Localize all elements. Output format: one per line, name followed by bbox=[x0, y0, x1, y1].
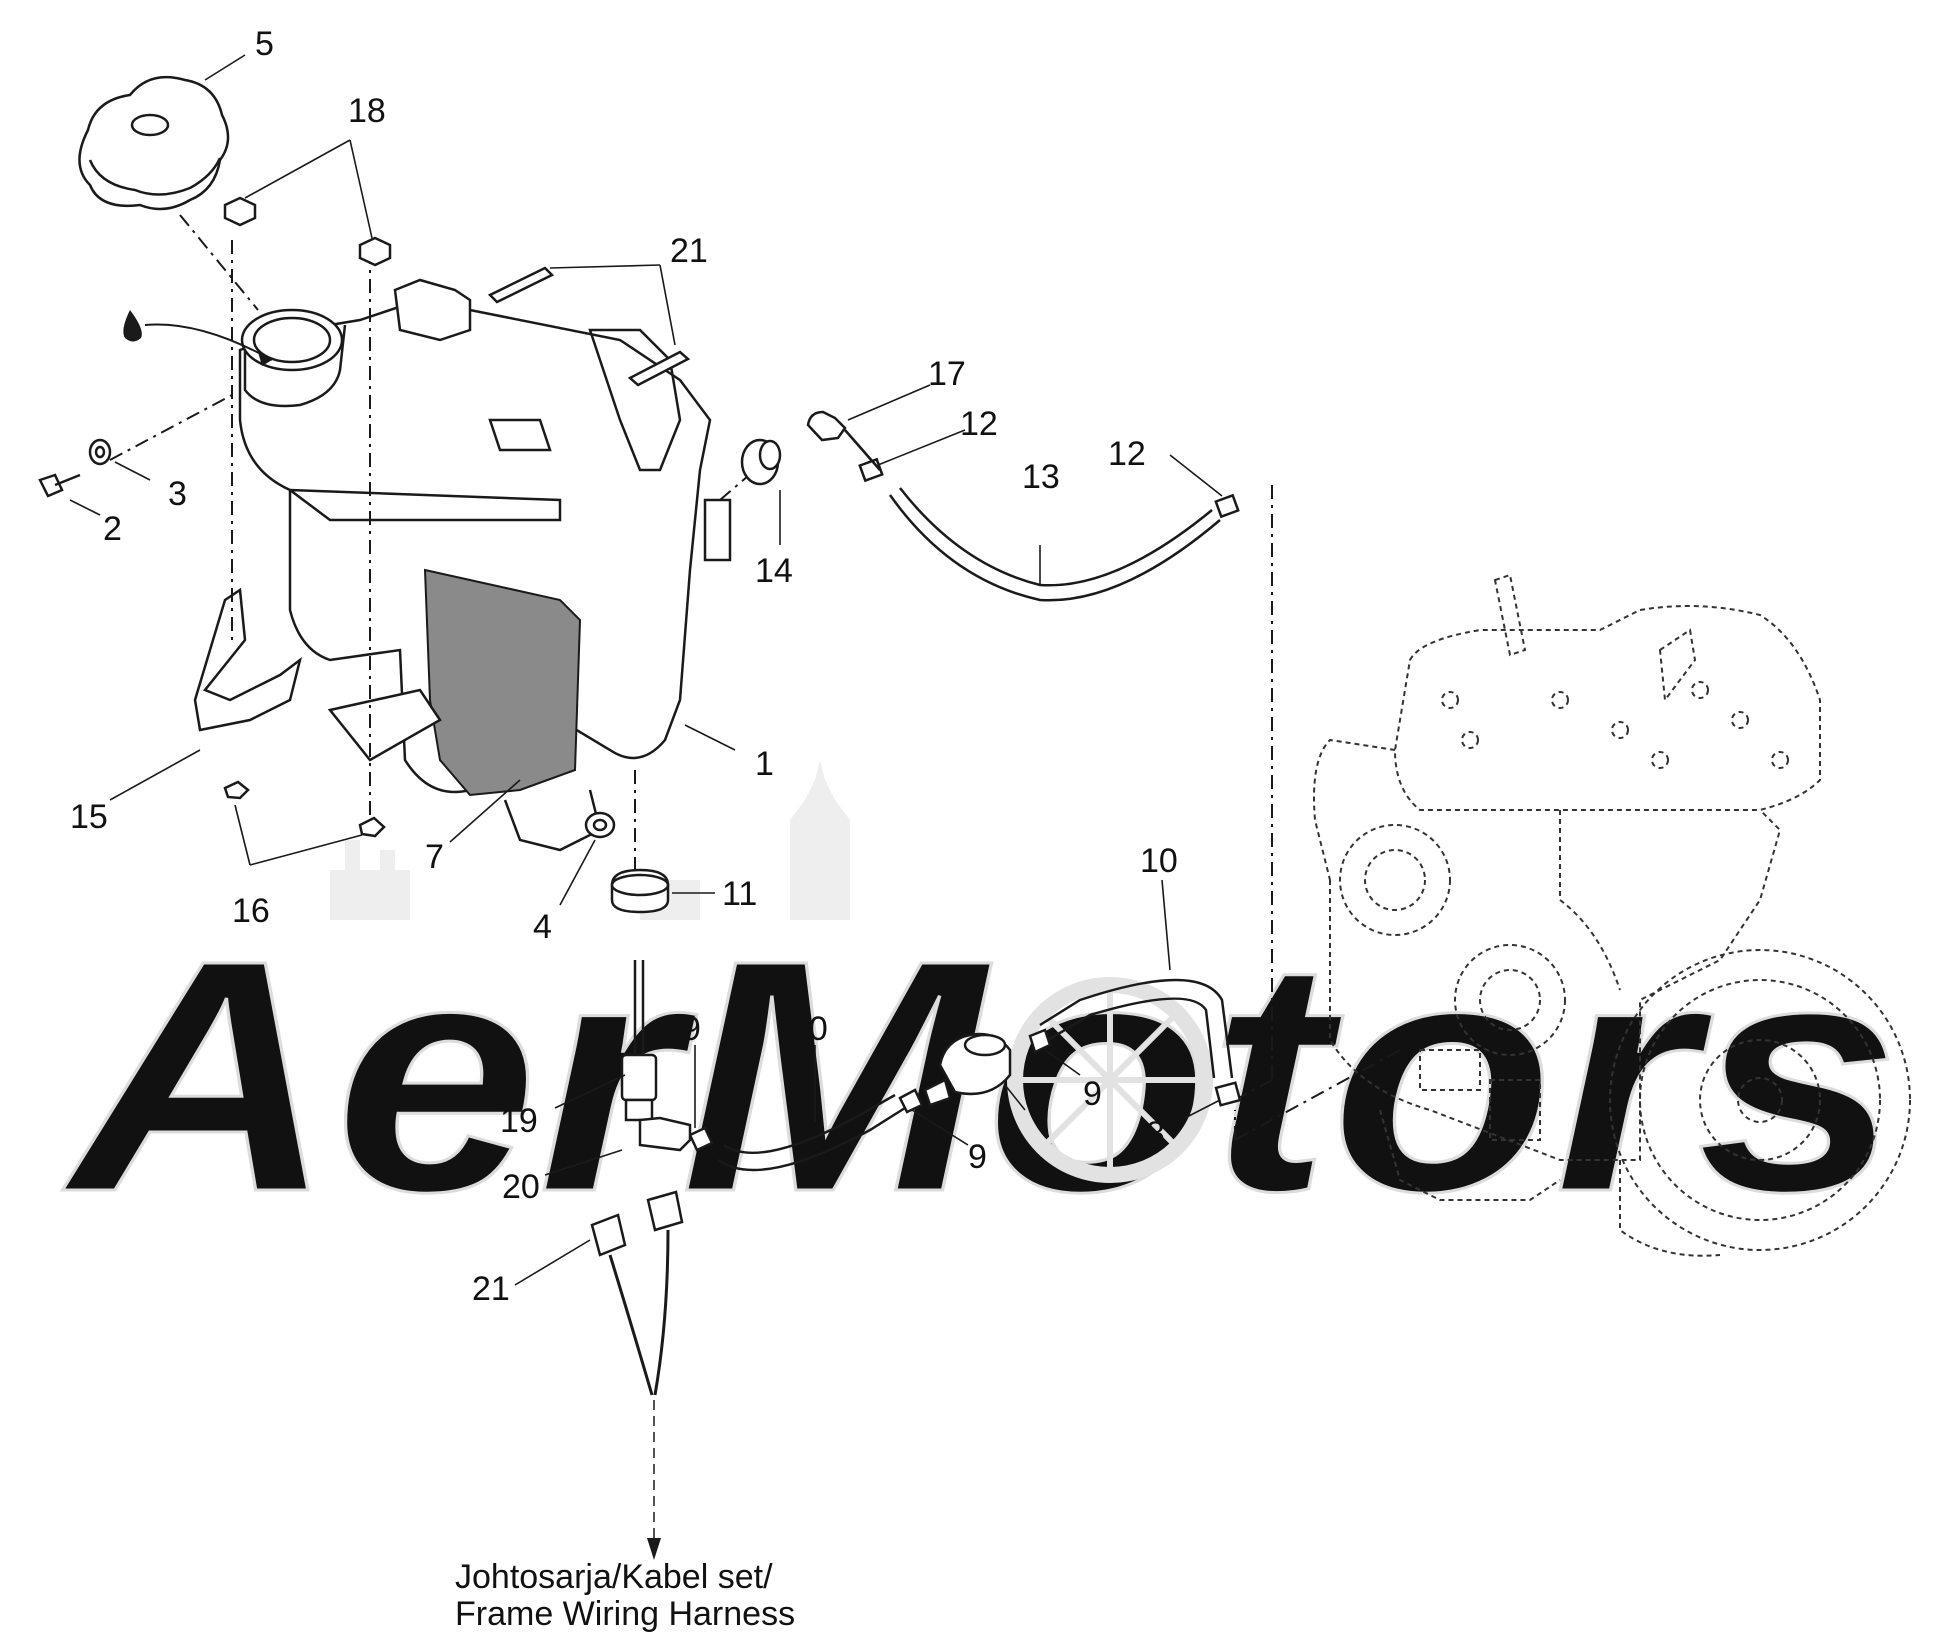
small-parts bbox=[38, 196, 1242, 1107]
callout-2: 2 bbox=[103, 510, 122, 548]
callout-11: 11 bbox=[722, 875, 757, 913]
callout-15: 17 bbox=[928, 355, 966, 393]
alignment-lines bbox=[109, 214, 1401, 1141]
callout-13: 13 bbox=[1022, 458, 1060, 496]
callout-labels: 5 18 21 17 12 12 13 3 2 14 1 15 7 10 11 … bbox=[70, 25, 1178, 1308]
callout-1: 1 bbox=[755, 745, 774, 783]
callout-7: 7 bbox=[425, 838, 444, 876]
callout-14: 14 bbox=[755, 552, 793, 590]
harness-caption-line2: Frame Wiring Harness bbox=[455, 1595, 795, 1632]
callout-8: 8 bbox=[1146, 1115, 1165, 1153]
oil-filter bbox=[688, 1028, 1052, 1152]
hoses bbox=[717, 429, 1234, 1172]
callout-21-top: 21 bbox=[670, 232, 708, 270]
callout-3: 3 bbox=[168, 475, 187, 513]
leader-lines bbox=[69, 54, 1223, 1286]
callout-17: 16 bbox=[232, 892, 270, 930]
watermark: AerMotors bbox=[57, 760, 1901, 1262]
callout-4: 4 bbox=[533, 908, 552, 946]
callout-12-right: 12 bbox=[1108, 435, 1146, 473]
watermark-castle bbox=[330, 760, 850, 920]
callout-21-bottom: 21 bbox=[472, 1270, 510, 1308]
callout-9-mid: 9 bbox=[968, 1138, 987, 1176]
level-sensor bbox=[620, 960, 692, 1152]
callout-19: 20 bbox=[502, 1168, 540, 1206]
callout-10-left: 10 bbox=[790, 1010, 828, 1048]
callout-18: 18 bbox=[348, 92, 386, 130]
callout-12-left: 12 bbox=[960, 405, 998, 443]
tank-label-panel bbox=[423, 568, 582, 797]
callout-6: 6 bbox=[1030, 1090, 1049, 1128]
oil-drop-icon bbox=[123, 310, 273, 366]
oil-cap bbox=[78, 75, 230, 211]
callout-16: 15 bbox=[70, 798, 108, 836]
callout-20: 19 bbox=[500, 1102, 538, 1140]
harness-caption-line1: Johtosarja/Kabel set/ bbox=[455, 1558, 773, 1596]
callout-5: 5 bbox=[255, 25, 274, 63]
engine bbox=[1313, 573, 1911, 1257]
wire-harness bbox=[590, 1190, 684, 1560]
oil-tank bbox=[193, 278, 732, 852]
callout-9-left: 9 bbox=[682, 1010, 701, 1048]
callout-9-right: 9 bbox=[1083, 1075, 1102, 1113]
callout-10-right: 10 bbox=[1140, 842, 1178, 880]
harness-caption: Johtosarja/Kabel set/ Frame Wiring Harne… bbox=[455, 1558, 795, 1632]
